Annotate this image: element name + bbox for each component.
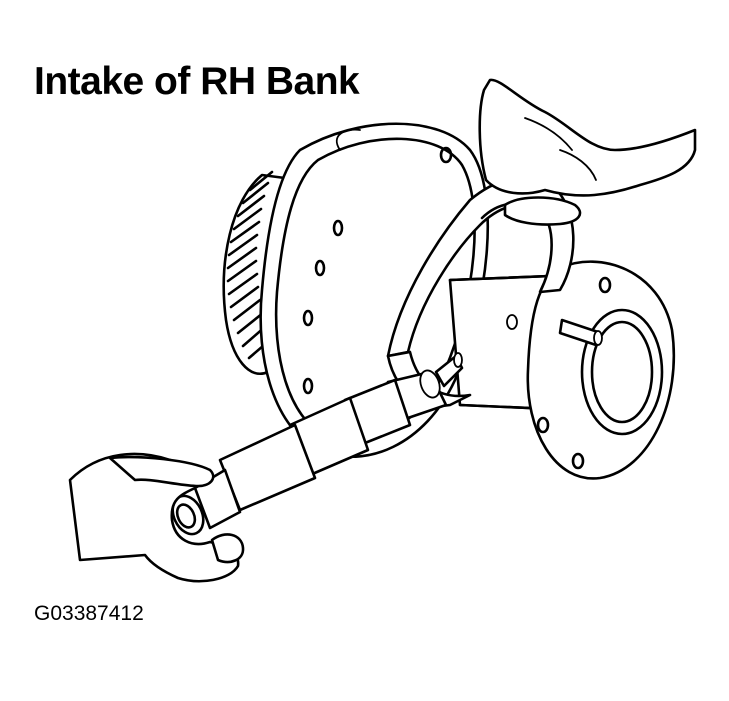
micrometer-tool xyxy=(171,352,464,536)
right-hand xyxy=(478,78,697,226)
end-flange-bolt-holes xyxy=(536,276,612,470)
camshaft-end-flange xyxy=(526,260,676,480)
flange-bolt-holes xyxy=(302,146,453,395)
pulley-teeth xyxy=(226,170,274,360)
diagram-title: Intake of RH Bank xyxy=(34,60,360,103)
figure-code: G03387412 xyxy=(34,602,144,625)
left-hand xyxy=(68,452,245,583)
